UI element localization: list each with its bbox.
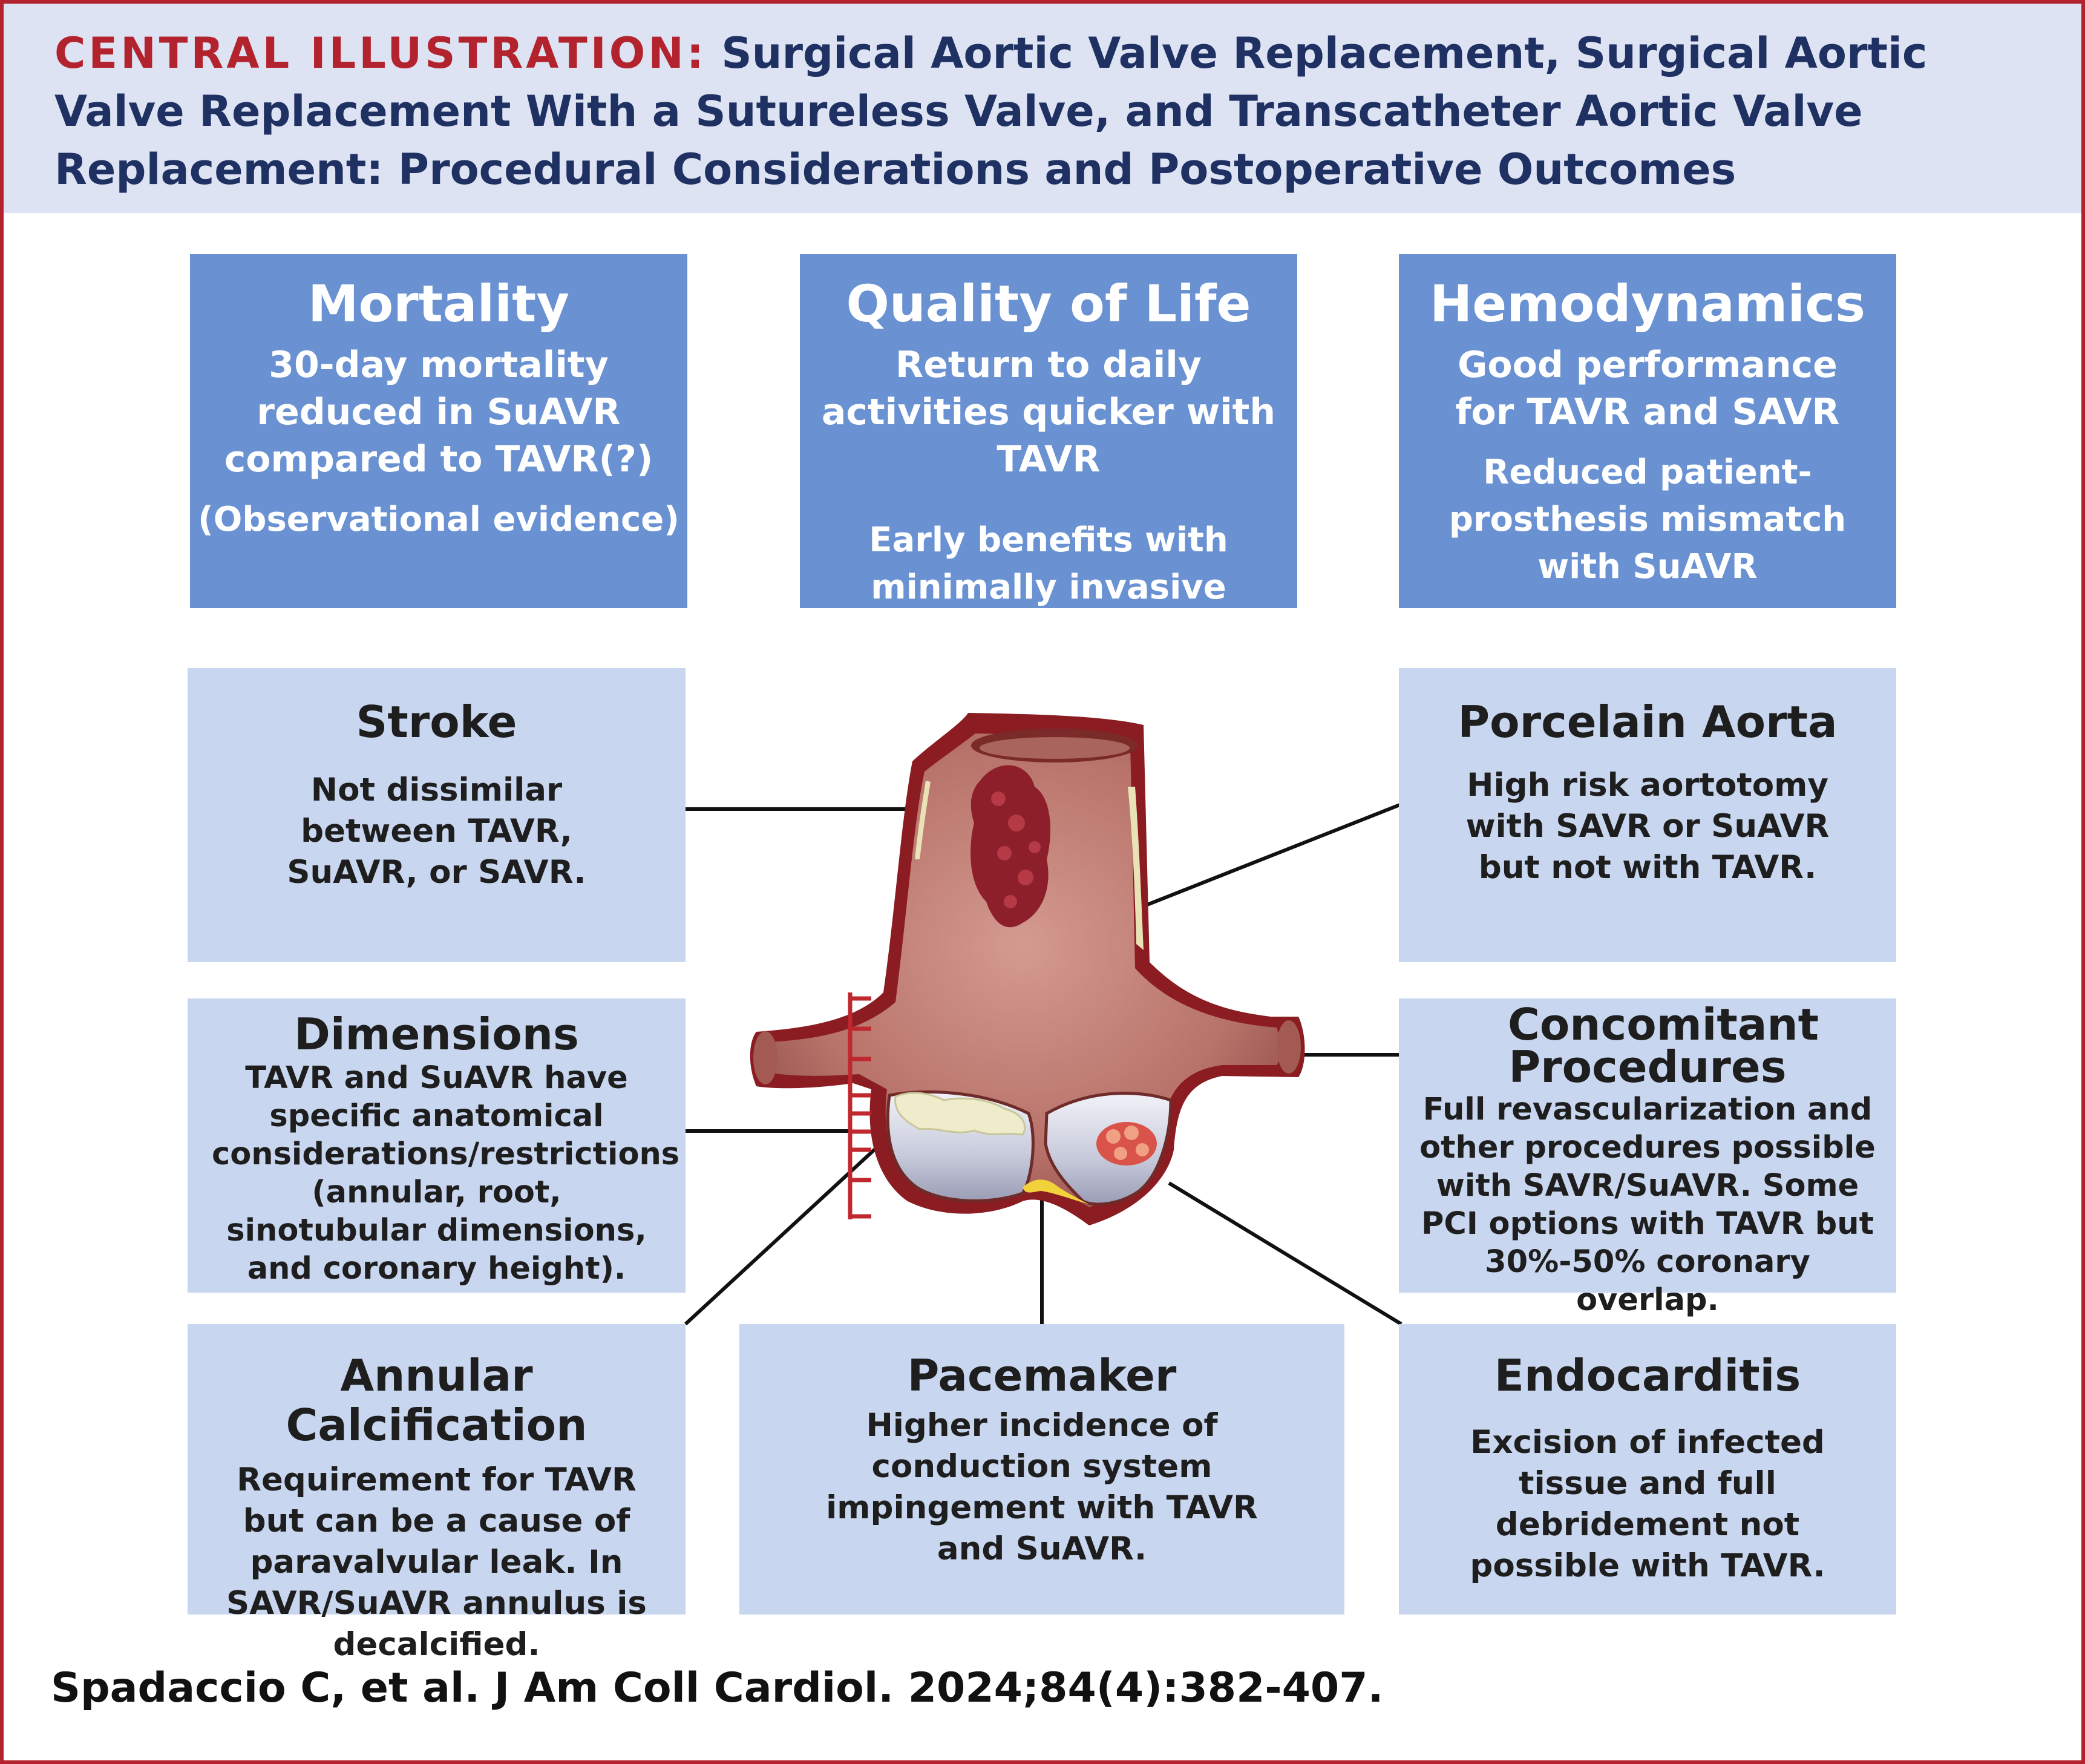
header-title-text: Surgical Aortic Valve Replacement, Surgi… xyxy=(54,28,1928,194)
mortality-text: 30-day mortality reduced in SuAVR compar… xyxy=(224,344,653,480)
mortality-box: Mortality 30-day mortality reduced in Su… xyxy=(190,254,687,608)
pacemaker-text: Higher incidence of conduction system im… xyxy=(826,1407,1258,1567)
annular-calcification-title: Annular Calcification xyxy=(286,1350,588,1451)
header-label: CENTRAL ILLUSTRATION: xyxy=(54,28,707,78)
stroke-box: Stroke Not dissimilar between TAVR, SuAV… xyxy=(188,668,686,962)
header-title: CENTRAL ILLUSTRATION: Surgical Aortic Va… xyxy=(54,24,2033,198)
pacemaker-box: Pacemaker Higher incidence of conduction… xyxy=(739,1324,1344,1615)
connector-endocarditis xyxy=(1168,1181,1403,1326)
quality-of-life-text: Return to daily activities quicker with … xyxy=(821,344,1276,480)
dimensions-text: TAVR and SuAVR have specific anatomical … xyxy=(212,1060,680,1287)
endocarditis-vegetation xyxy=(1096,1122,1157,1166)
connector-porcelain-aorta xyxy=(1140,802,1403,909)
annular-calcification-box: Annular Calcification Requirement for TA… xyxy=(188,1324,686,1663)
mortality-title: Mortality xyxy=(307,274,570,333)
dimensions-ruler xyxy=(848,992,871,1219)
dimensions-box: Dimensions TAVR and SuAVR have specific … xyxy=(188,998,686,1293)
stroke-title: Stroke xyxy=(356,697,517,747)
aorta-lumen xyxy=(765,733,1280,1207)
porcelain-aorta-text: High risk aortotomy with SAVR or SuAVR b… xyxy=(1465,767,1830,886)
endocarditis-text: Excision of infected tissue and full deb… xyxy=(1470,1424,1825,1584)
hemodynamics-box: Hemodynamics Good performance for TAVR a… xyxy=(1399,254,1896,608)
mortality-note: (Observational evidence) xyxy=(198,500,679,539)
citation: Spadaccio C, et al. J Am Coll Cardiol. 2… xyxy=(51,1664,1384,1712)
concomitant-procedures-title: Concomitant Procedures xyxy=(1508,999,1819,1092)
pacemaker-title: Pacemaker xyxy=(907,1350,1177,1401)
porcelain-aorta-box: Porcelain Aorta High risk aortotomy with… xyxy=(1399,668,1896,962)
conduction-area xyxy=(1023,1179,1089,1204)
hemodynamics-title: Hemodynamics xyxy=(1430,274,1865,333)
porcelain-aorta-title: Porcelain Aorta xyxy=(1458,697,1838,747)
annular-calcification-text: Requirement for TAVR but can be a cause … xyxy=(226,1461,647,1663)
concomitant-procedures-text: Full revascularization and other procedu… xyxy=(1419,1092,1876,1318)
porcelain-wall-calcification xyxy=(1128,787,1144,950)
thrombus xyxy=(970,765,1050,928)
quality-of-life-title: Quality of Life xyxy=(846,274,1251,333)
concomitant-procedures-box: Concomitant Procedures Full revasculariz… xyxy=(1399,998,1896,1318)
hemodynamics-text: Good performance for TAVR and SAVR xyxy=(1455,344,1840,433)
stroke-text: Not dissimilar between TAVR, SuAVR, or S… xyxy=(287,772,586,891)
dimensions-title: Dimensions xyxy=(294,1009,579,1060)
quality-of-life-box: Quality of Life Return to daily activiti… xyxy=(800,254,1297,654)
hemodynamics-note: Reduced patient-prosthesis mismatch with… xyxy=(1448,453,1847,586)
left-coronary-ostium xyxy=(753,1031,777,1084)
right-coronary-ostium xyxy=(1277,1020,1301,1074)
annular-calcification-deposit xyxy=(894,1092,1026,1136)
endocarditis-box: Endocarditis Excision of infected tissue… xyxy=(1399,1324,1896,1615)
header-band: CENTRAL ILLUSTRATION: Surgical Aortic Va… xyxy=(4,4,2081,213)
endocarditis-title: Endocarditis xyxy=(1494,1350,1801,1401)
quality-of-life-note: Early benefits with minimally invasive S… xyxy=(869,520,1228,654)
aorta-top-inner xyxy=(980,737,1130,759)
left-wall-calcification xyxy=(915,781,931,859)
